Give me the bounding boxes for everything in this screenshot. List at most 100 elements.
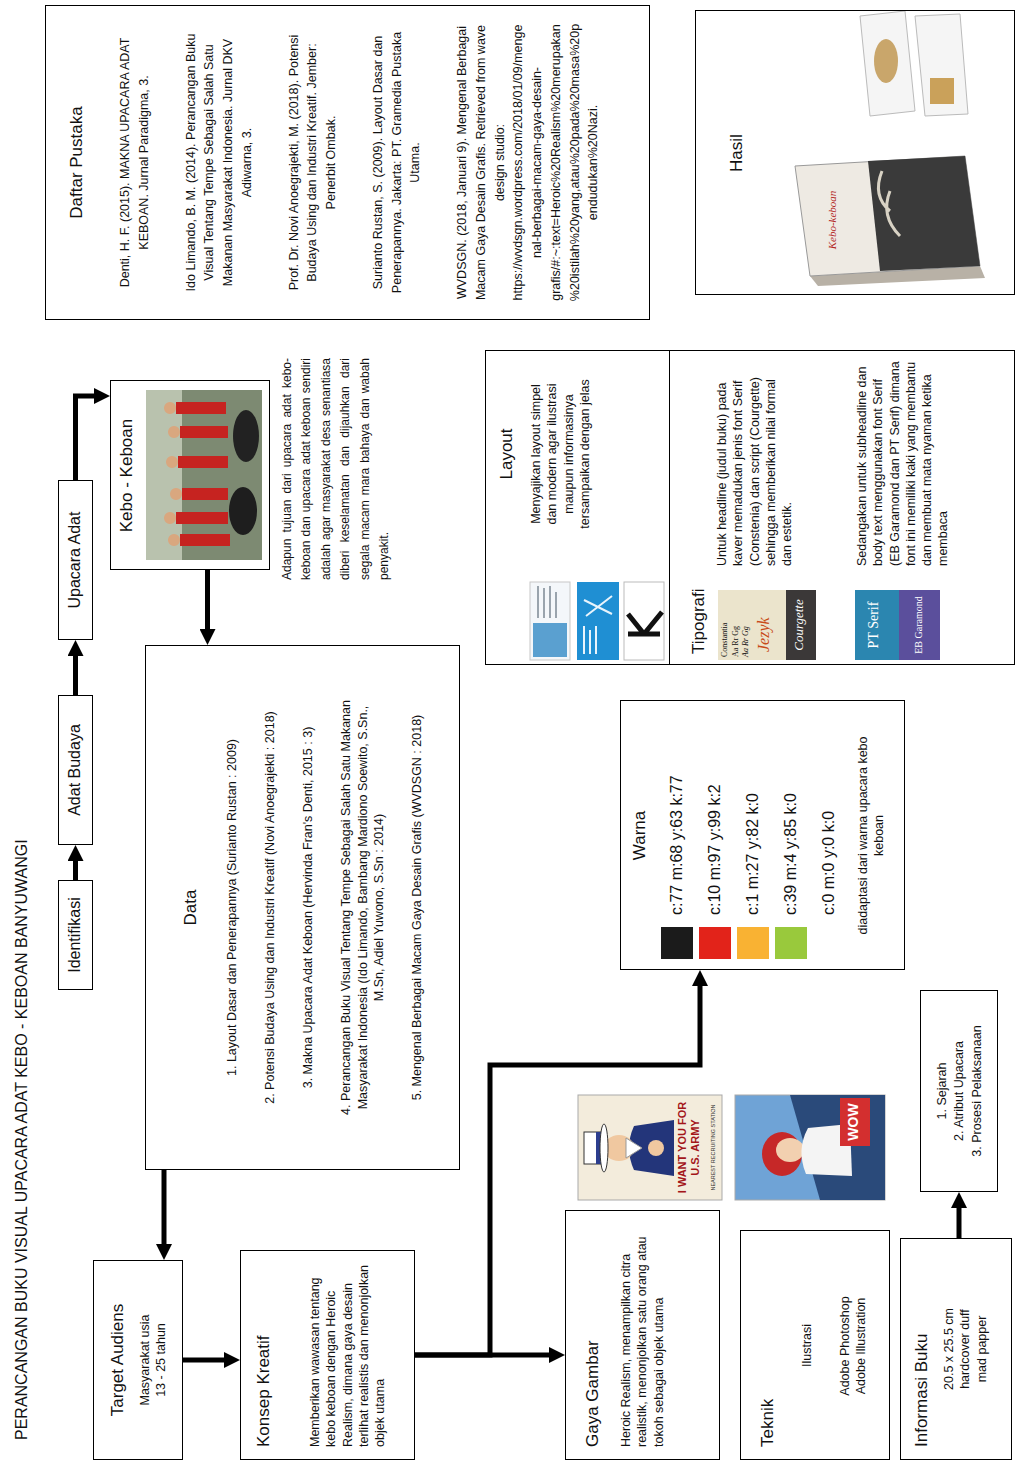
- legend-row: c:77 m:68 y:63 k:77: [661, 775, 693, 959]
- node-heading: Gaya Gambar: [582, 1340, 604, 1447]
- font-sample-text: Courgette: [791, 592, 807, 658]
- color-code: c:10 m:97 y:99 k:2: [705, 784, 726, 915]
- color-code: c:39 m:4 y:85 k:0: [781, 793, 802, 915]
- node-text: 2. Atribut Upacara: [951, 1041, 967, 1141]
- node-text: 2. Potensi Budaya Using dan Industri Kre…: [262, 711, 278, 1104]
- node-heading: Target Audiens: [107, 1304, 129, 1416]
- node-text: Ido Limando, B. M. (2014). Perancangan B…: [182, 23, 257, 303]
- node-text: Masyarakat usia 13 - 25 tahun: [137, 1310, 170, 1410]
- node-text: Denti, H. F. (2015). MAKNA UPACARA ADAT …: [116, 23, 154, 303]
- node-heading: Hasil: [726, 12, 748, 294]
- node-heading: Layout: [496, 379, 518, 529]
- color-code: c:1 m:27 y:82 k:0: [743, 793, 764, 915]
- node-heading: Tipografi: [688, 588, 710, 654]
- poster-ground: [790, 1095, 885, 1200]
- layout-box: Layout Menyajikan layout simpel dan moder…: [485, 350, 670, 665]
- node-heading: Daftar Pustaka: [66, 106, 88, 218]
- node-text: WVDSGN. (2018, Januari 9). Mengenal Berb…: [453, 23, 603, 303]
- wow-patch: [840, 1098, 870, 1146]
- legend-row: c:0 m:0 y:0 k:0: [813, 811, 845, 959]
- face: [776, 1138, 804, 1162]
- node-text: 20.5 x 25.5 cm hardcover duff mad papper: [941, 1299, 990, 1399]
- poster-text: NEAREST RECRUITING STATION: [710, 1098, 717, 1197]
- node-text: Ilustrasi: [799, 1232, 815, 1459]
- node-text: 3. Makna Upacara Adat Keboan (Hervinda F…: [300, 727, 316, 1089]
- color-code: c:0 m:0 y:0 k:0: [819, 811, 840, 915]
- font-samples: [718, 590, 940, 660]
- legend-row: c:10 m:97 y:99 k:2: [699, 784, 731, 959]
- node-text: diadaptasi dari warna upacara kebo keboa…: [855, 732, 888, 939]
- hat-brim: [600, 1124, 608, 1172]
- node-text: 1. Layout Dasar dan Penerapannya (Surian…: [224, 739, 240, 1076]
- photo-sky: [146, 390, 182, 560]
- book-spread: [915, 14, 968, 116]
- typography-box: TipografiUntuk headline (judul buku) pad…: [669, 350, 1015, 665]
- spread-illustration: [930, 78, 954, 104]
- buffalo-figure: [233, 410, 259, 462]
- spread-illustration: [874, 39, 898, 83]
- thumbnail-lines: [538, 586, 556, 618]
- node-text: 5. Mengenal Berbagai Macam Gaya Desain G…: [409, 715, 425, 1101]
- poster-text: WOW: [845, 1100, 862, 1144]
- diagram-title: PERANCANGAN BUKU VISUAL UPACARA ADAT KEB…: [12, 839, 31, 1440]
- reference-box: Daftar Pustaka Denti, H. F. (2015). MAKNA…: [45, 5, 650, 320]
- node-text: 4. Perancangan Buku Visual Tentang Tempe…: [338, 693, 387, 1123]
- dancer-heads: [164, 402, 182, 546]
- font-sample-text: EB Garamond: [913, 592, 925, 658]
- node-heading: 1. Sejarah: [934, 1063, 950, 1120]
- legend-row: c:39 m:4 y:85 k:0: [775, 793, 807, 959]
- flow-arrow: [183, 1358, 224, 1363]
- style-box: Gaya Gambar Heroic Realism, menampilkan c…: [565, 1210, 720, 1460]
- kebo-photo: [146, 390, 262, 560]
- cover-buffalo: [868, 156, 980, 271]
- node-text: Memberikan wawasan tentang kebo keboan d…: [307, 1261, 388, 1447]
- beard: [626, 1138, 642, 1158]
- cover-title: Kebo-keboan: [826, 174, 839, 266]
- thumbnail: [530, 582, 570, 660]
- thumbnail: [624, 582, 664, 660]
- font-sample-purple: [899, 590, 940, 660]
- color-swatch: [699, 927, 731, 959]
- thumbnail: [577, 582, 619, 660]
- buffalo-horns: [878, 171, 900, 236]
- flow-arrow: [73, 861, 78, 880]
- technique-box: Teknik Ilustrasi Adobe Photoshop Adobe Ill…: [740, 1230, 890, 1460]
- thumbnail-lines: [584, 596, 612, 654]
- step-box: Adat Budaya: [58, 695, 93, 845]
- book-info-box: Informasi Buku 20.5 x 25.5 cm hardcover d…: [900, 1238, 1012, 1460]
- flow-arrow: [162, 1170, 167, 1244]
- book-spread: [860, 11, 915, 116]
- thumbnail-image: [533, 623, 567, 657]
- content-list-box: 1. Sejarah2. Atribut Upacara3. Prosesi P…: [920, 990, 998, 1192]
- flow-arrow: [205, 570, 210, 629]
- color-box: Warnadiadaptasi dari warna upacara kebo …: [620, 700, 905, 970]
- node-text: Heroic Realism, menampilkan citra realis…: [618, 1221, 667, 1447]
- flow-arrow: [76, 396, 95, 480]
- node-heading: Adat Budaya: [65, 724, 86, 816]
- node-text: Adobe Photoshop Adobe Illustration: [837, 1283, 870, 1409]
- node-text: 3. Prosesi Pelaksanaan: [969, 1025, 985, 1156]
- poster-frame: [578, 1095, 722, 1200]
- color-swatch: [775, 927, 807, 959]
- node-heading: Informasi Buku: [911, 1334, 933, 1447]
- color-swatch: [661, 927, 693, 959]
- node-heading: Data: [180, 890, 202, 926]
- node-heading: Teknik: [757, 1399, 779, 1447]
- color-swatch: [737, 927, 769, 959]
- photo-box: Kebo - Keboan: [110, 380, 270, 570]
- node-text: Sedangakan untuk subheadline dan body te…: [854, 361, 952, 566]
- node-heading: Upacara Adat: [65, 512, 86, 609]
- result-box: Hasil: [695, 10, 1015, 295]
- font-sample-blue: [855, 590, 899, 660]
- node-text: Untuk headline (judul buku) pada kaver m…: [714, 361, 795, 566]
- poster-wow: [735, 1095, 885, 1200]
- font-sample-dark: [786, 590, 816, 660]
- thumbnail-figure: [628, 612, 662, 634]
- book-mockup: [795, 11, 985, 286]
- node-text: Menyajikan layout simpel dan modern agar…: [528, 379, 593, 529]
- font-sample-text: Aa Rr Gg: [741, 626, 751, 657]
- data-box: Data 1. Layout Dasar dan Penerapannya (Su…: [145, 645, 460, 1170]
- color-code: c:77 m:68 y:63 k:77: [667, 775, 688, 915]
